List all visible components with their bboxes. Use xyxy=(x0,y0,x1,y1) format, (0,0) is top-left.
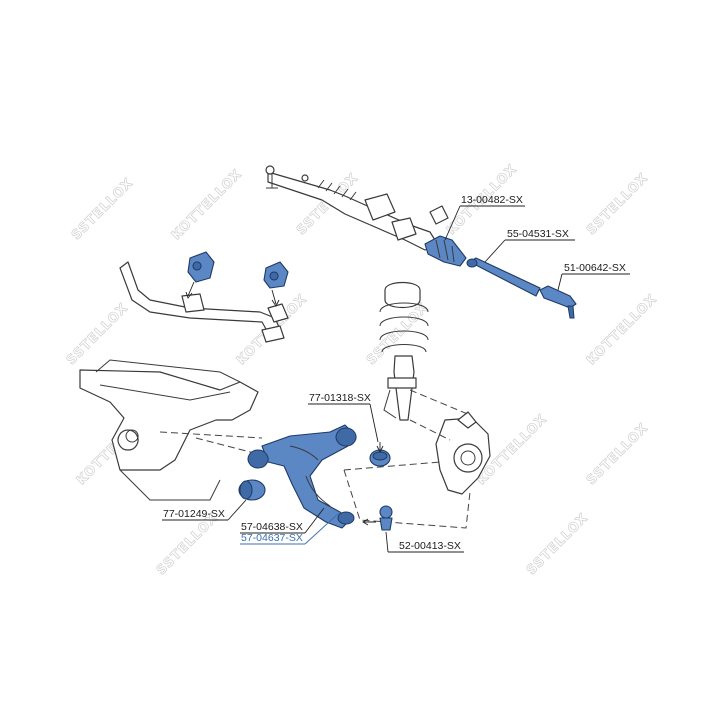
label-arm-left: 57-04638-SX xyxy=(241,521,303,533)
lower-control-arm xyxy=(261,424,353,529)
watermark-layer: SSTELLOX KOTTELLOX SSTELLOX KOTTELLOX SS… xyxy=(64,161,661,579)
strut-assembly xyxy=(379,281,429,421)
watermark: KOTTELLOX xyxy=(169,167,245,243)
label-tie-rod-end: 51-00642-SX xyxy=(564,262,626,274)
watermark: KOTTELLOX xyxy=(584,292,660,368)
label-front-bushing: 77-01249-SX xyxy=(163,508,225,520)
label-rack: 13-00482-SX xyxy=(461,194,523,206)
label-ball-joint: 52-00413-SX xyxy=(399,540,461,552)
rear-bushing xyxy=(369,449,391,467)
tie-rod xyxy=(469,257,541,297)
watermark: SSTELLOX xyxy=(69,176,137,244)
watermark: SSTELLOX xyxy=(154,511,222,579)
front-bushing xyxy=(238,479,266,501)
watermark: SSTELLOX xyxy=(524,511,592,579)
rack-boot xyxy=(424,235,467,267)
subframe xyxy=(79,359,259,501)
steering-knuckle xyxy=(435,411,491,495)
steering-rack xyxy=(265,165,449,251)
stabilizer-bar xyxy=(119,261,289,343)
ball-joint xyxy=(379,505,393,531)
watermark: SSTELLOX xyxy=(64,301,132,369)
label-arm-right: 57-04637-SX xyxy=(241,532,303,544)
watermark: SSTELLOX xyxy=(584,421,652,489)
label-tie-rod: 55-04531-SX xyxy=(507,228,569,240)
watermark: SSTELLOX xyxy=(584,171,652,239)
label-rear-bushing: 77-01318-SX xyxy=(309,392,371,404)
